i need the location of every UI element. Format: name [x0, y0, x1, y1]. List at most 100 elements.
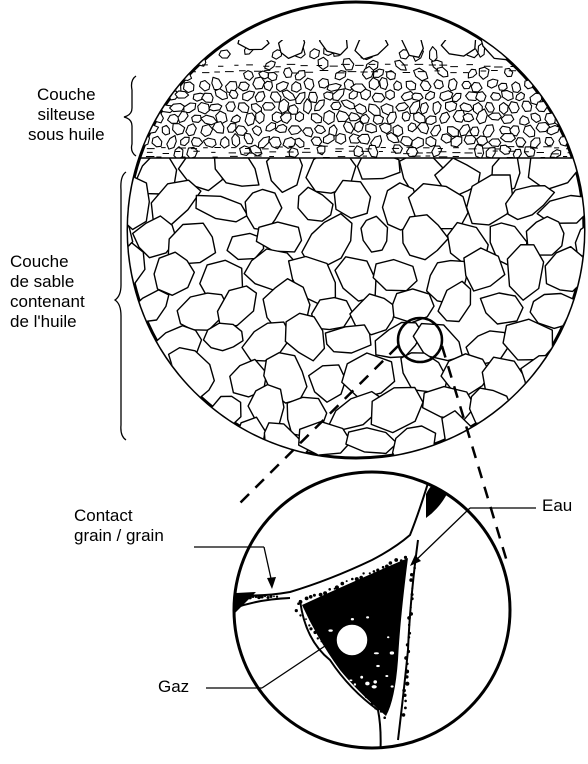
water-dot — [276, 596, 278, 598]
water-dot — [404, 707, 407, 710]
grain — [141, 114, 150, 123]
silt-layer-brace — [124, 76, 136, 156]
water-dot — [248, 596, 252, 600]
grain — [564, 121, 573, 134]
water-dot — [405, 682, 409, 686]
water-dot — [346, 580, 348, 582]
grain — [147, 80, 157, 91]
water-dot — [406, 643, 409, 646]
water-dot — [219, 595, 222, 598]
grain — [372, 93, 385, 102]
grain — [87, 156, 119, 199]
water-dot — [403, 694, 406, 697]
water-dot — [329, 650, 333, 654]
speck — [365, 682, 369, 686]
grain — [474, 144, 483, 158]
water-dot — [264, 595, 266, 597]
grain — [109, 146, 117, 159]
sand-layer-label-line1: Couche — [10, 252, 85, 272]
water-dot — [252, 595, 255, 598]
water-dot — [270, 595, 273, 598]
water-label: Eau — [542, 496, 572, 516]
water-dot — [313, 631, 316, 634]
contact-label-line2: grain / grain — [74, 526, 164, 546]
water-dot — [411, 593, 414, 596]
water-dot — [409, 578, 413, 582]
water-dot — [309, 595, 313, 599]
grain — [115, 69, 128, 80]
water-dot — [309, 627, 312, 630]
grain — [324, 111, 335, 125]
grain — [498, 83, 507, 90]
grain — [154, 72, 164, 82]
grain — [192, 115, 202, 122]
grain — [464, 135, 476, 144]
grain — [92, 350, 134, 392]
grain — [268, 72, 277, 80]
water-dot — [400, 559, 403, 562]
grain — [562, 82, 571, 91]
grain — [120, 79, 131, 93]
water-dot — [328, 588, 331, 591]
grain — [412, 93, 423, 100]
grain — [407, 148, 418, 157]
speck — [338, 682, 342, 684]
grain — [86, 431, 126, 470]
water-dot — [411, 597, 414, 600]
water-dot — [407, 616, 411, 620]
water-dot — [411, 587, 413, 589]
grain — [256, 111, 265, 124]
water-dot — [410, 607, 412, 609]
grain — [117, 138, 126, 147]
grain — [536, 432, 564, 468]
water-dot — [273, 596, 275, 598]
speck — [387, 636, 389, 638]
gas-label: Gaz — [158, 677, 189, 697]
water-dot — [362, 572, 364, 574]
grain — [463, 113, 474, 121]
water-dot — [407, 650, 410, 653]
water-dot — [319, 593, 323, 597]
grain — [138, 90, 149, 101]
grain — [562, 34, 588, 59]
grain — [545, 138, 554, 146]
grain — [129, 135, 138, 145]
grain — [477, 136, 488, 145]
rock-section-circle — [65, 2, 588, 480]
water-dot — [362, 690, 364, 692]
water-dot — [409, 612, 413, 616]
water-dot — [405, 670, 409, 674]
grain — [471, 418, 530, 464]
grain — [179, 423, 224, 466]
water-dot — [257, 595, 261, 599]
water-dot — [356, 686, 358, 688]
grain — [219, 50, 230, 58]
grain — [354, 121, 363, 132]
water-dot — [351, 578, 354, 581]
speck — [349, 679, 352, 681]
grain — [434, 80, 443, 89]
water-dot — [376, 569, 379, 572]
grain — [491, 93, 502, 101]
speck — [385, 675, 388, 677]
speck — [360, 676, 363, 679]
grain — [117, 90, 126, 99]
water-dot — [313, 594, 316, 597]
grain — [74, 178, 119, 230]
grain — [284, 68, 293, 78]
water-dot — [349, 676, 352, 679]
speck — [328, 629, 332, 631]
water-dot — [408, 636, 411, 639]
speck — [327, 669, 332, 673]
grain — [516, 46, 532, 57]
sand-layer-label: Couche de sable contenant de l'huile — [10, 252, 85, 332]
water-dot — [410, 573, 413, 576]
grain — [574, 80, 583, 92]
grain — [556, 48, 566, 57]
grain — [555, 394, 588, 435]
water-dot — [321, 640, 323, 642]
water-dot — [340, 663, 344, 667]
water-dot — [402, 713, 406, 717]
grain — [154, 43, 162, 56]
water-dot — [267, 596, 270, 599]
